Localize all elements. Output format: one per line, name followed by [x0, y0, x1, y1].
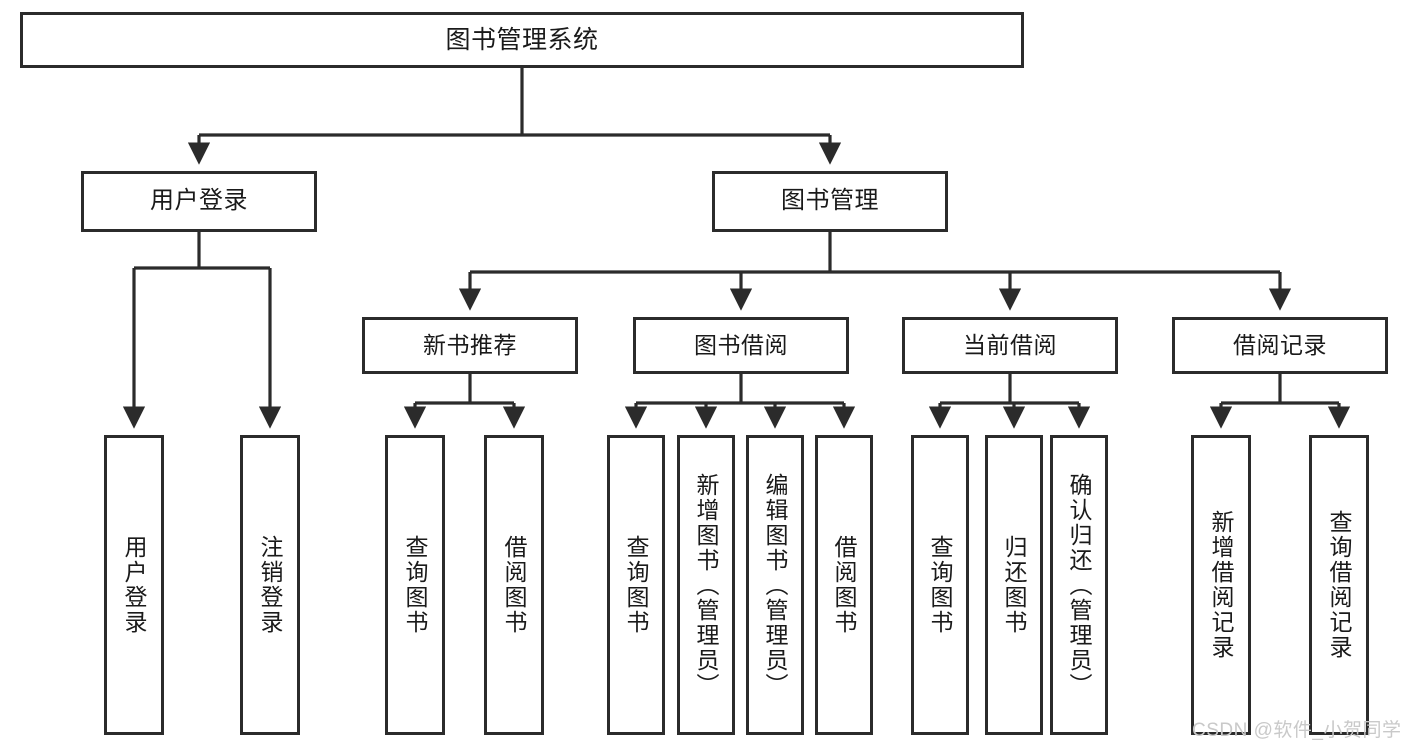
- node-borrow-record[interactable]: 借阅记录: [1172, 317, 1388, 374]
- node-book-manage[interactable]: 图书管理: [712, 171, 948, 232]
- csdn-watermark: CSDN @软件_小贺同学: [1192, 720, 1402, 741]
- node-root-label: 图书管理系统: [445, 26, 599, 54]
- node-user-login[interactable]: 用户登录: [81, 171, 317, 232]
- node-leaf-borrow-book-1-label: 借阅图书: [501, 535, 528, 635]
- node-leaf-logout[interactable]: 注销登录: [240, 435, 300, 735]
- node-leaf-query-book-2[interactable]: 查询图书: [607, 435, 665, 735]
- node-leaf-logout-label: 注销登录: [257, 535, 284, 635]
- node-leaf-add-record[interactable]: 新增借阅记录: [1191, 435, 1251, 735]
- node-leaf-add-record-label: 新增借阅记录: [1208, 510, 1235, 660]
- node-leaf-query-book-1-label: 查询图书: [402, 535, 429, 635]
- node-book-borrow-label: 图书借阅: [694, 331, 788, 358]
- node-leaf-borrow-book-1[interactable]: 借阅图书: [484, 435, 544, 735]
- node-leaf-user-login[interactable]: 用户登录: [104, 435, 164, 735]
- node-leaf-return-book[interactable]: 归还图书: [985, 435, 1043, 735]
- node-leaf-query-book-1[interactable]: 查询图书: [385, 435, 445, 735]
- node-leaf-confirm-return[interactable]: 确认归还（管理员）: [1050, 435, 1108, 735]
- node-leaf-query-record-label: 查询借阅记录: [1326, 510, 1353, 660]
- node-leaf-confirm-return-label: 确认归还（管理员）: [1066, 472, 1093, 698]
- node-current-borrow-label: 当前借阅: [963, 331, 1057, 358]
- node-root[interactable]: 图书管理系统: [20, 12, 1024, 68]
- node-leaf-query-book-3[interactable]: 查询图书: [911, 435, 969, 735]
- node-leaf-query-record[interactable]: 查询借阅记录: [1309, 435, 1369, 735]
- node-leaf-add-book[interactable]: 新增图书（管理员）: [677, 435, 735, 735]
- node-leaf-query-book-3-label: 查询图书: [927, 535, 954, 635]
- node-borrow-record-label: 借阅记录: [1233, 331, 1327, 358]
- node-new-book-rec[interactable]: 新书推荐: [362, 317, 578, 374]
- node-current-borrow[interactable]: 当前借阅: [902, 317, 1118, 374]
- node-leaf-borrow-book-2[interactable]: 借阅图书: [815, 435, 873, 735]
- node-user-login-label: 用户登录: [150, 187, 248, 215]
- node-leaf-add-book-label: 新增图书（管理员）: [693, 472, 720, 698]
- node-new-book-rec-label: 新书推荐: [423, 331, 517, 358]
- node-book-manage-label: 图书管理: [781, 187, 879, 215]
- node-leaf-user-login-label: 用户登录: [121, 535, 148, 635]
- node-leaf-edit-book-label: 编辑图书（管理员）: [762, 472, 789, 698]
- node-leaf-borrow-book-2-label: 借阅图书: [831, 535, 858, 635]
- node-leaf-return-book-label: 归还图书: [1001, 535, 1028, 635]
- node-book-borrow[interactable]: 图书借阅: [633, 317, 849, 374]
- node-leaf-query-book-2-label: 查询图书: [623, 535, 650, 635]
- node-leaf-edit-book[interactable]: 编辑图书（管理员）: [746, 435, 804, 735]
